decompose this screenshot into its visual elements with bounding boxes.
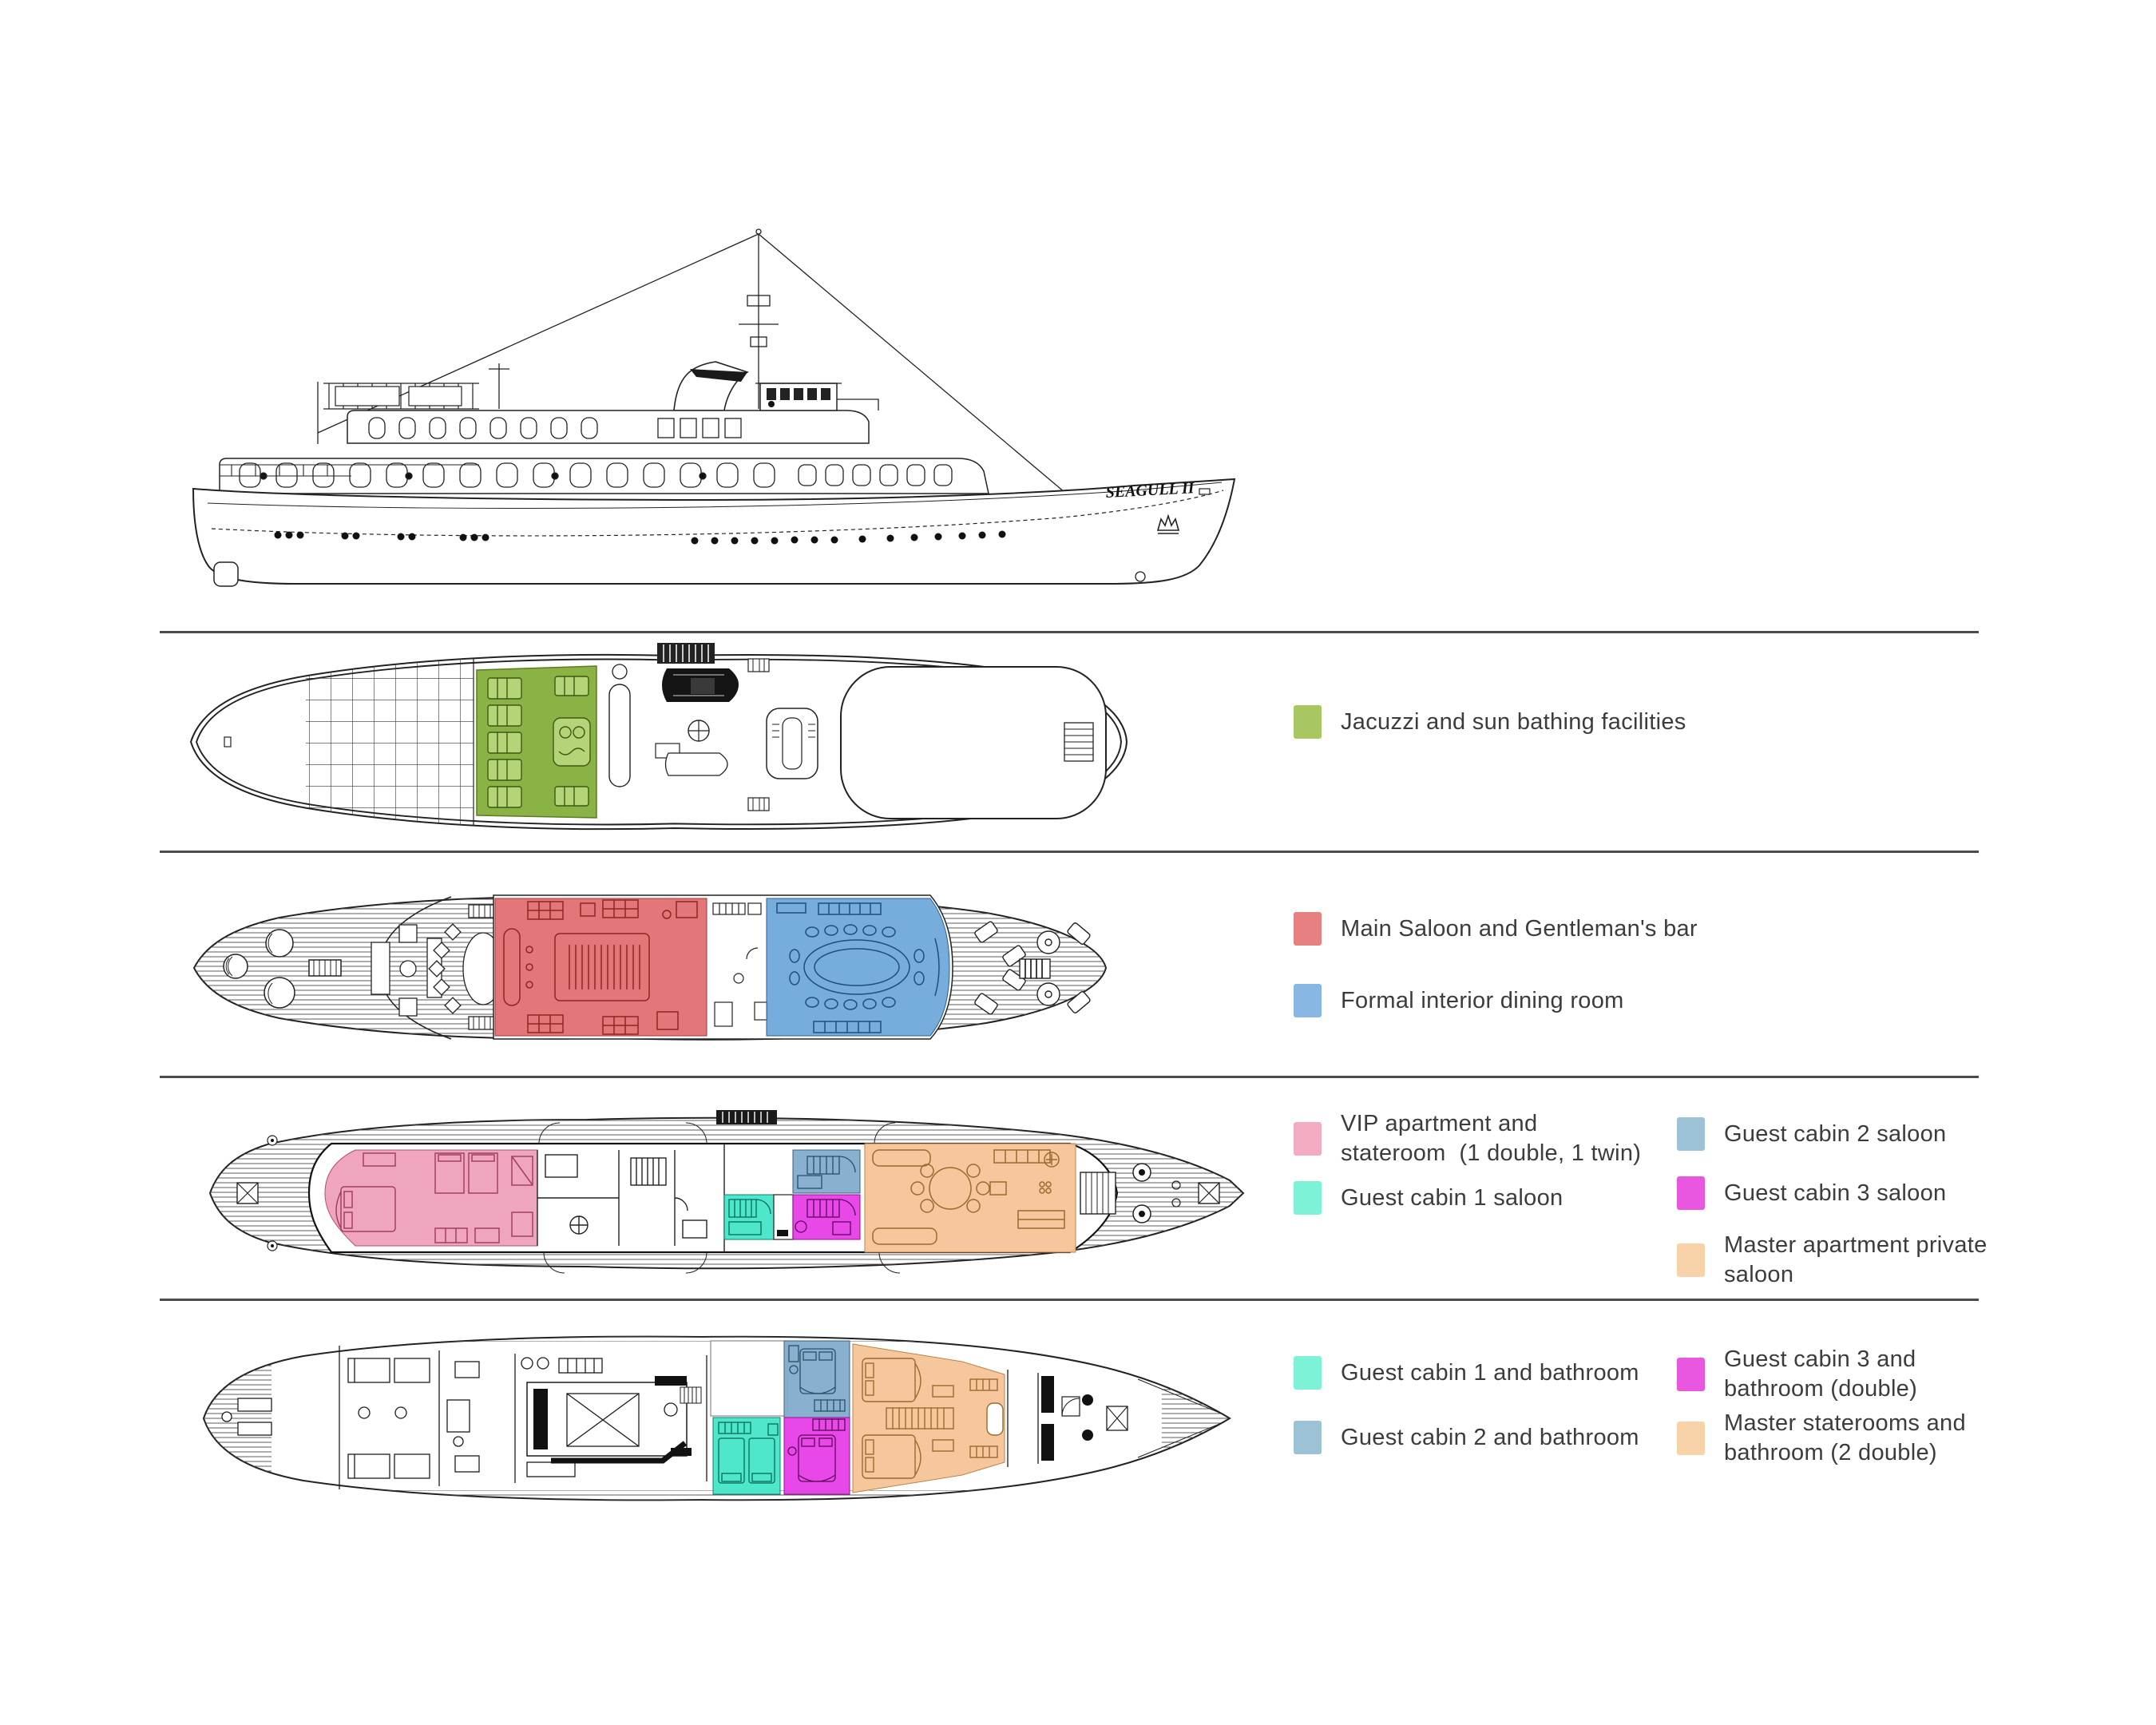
master-furniture xyxy=(872,1149,1065,1245)
legend-item-master-saloon: Master apartment private saloon xyxy=(1677,1231,1988,1290)
legend-item-dining-room: Formal interior dining room xyxy=(1294,984,1624,1017)
centre-rooms xyxy=(537,1144,725,1252)
crown-emblem xyxy=(1156,514,1180,534)
legend-swatch xyxy=(1294,1122,1322,1156)
legend-swatch xyxy=(1677,1176,1705,1210)
legend-swatch xyxy=(1294,1356,1322,1390)
guest-cabin-3-region xyxy=(783,1417,850,1495)
legend-label: Jacuzzi and sun bathing facilities xyxy=(1341,708,1686,735)
crew-areas xyxy=(221,1346,707,1489)
anchor-gear xyxy=(1132,1163,1220,1223)
legend-swatch xyxy=(1294,705,1322,739)
vip-apartment-region xyxy=(324,1149,538,1247)
legend-label: Formal interior dining room xyxy=(1341,987,1624,1013)
hull xyxy=(192,478,1236,585)
master-apartment-region xyxy=(864,1143,1076,1253)
bow-service xyxy=(1007,1370,1224,1467)
upper-windows xyxy=(368,417,742,439)
davit-arcs xyxy=(538,1122,901,1274)
legend-swatch xyxy=(1677,1117,1705,1151)
legend-item-vip: VIP apartment and stateroom (1 double, 1… xyxy=(1294,1109,1641,1168)
legend-label: Master staterooms and bathroom (2 double… xyxy=(1724,1410,1966,1465)
saloon-deck-plan xyxy=(192,894,1108,1041)
top-deck-structures xyxy=(323,383,479,410)
main-deck-house xyxy=(219,458,989,494)
legend-swatch xyxy=(1677,1422,1705,1455)
legend-item-master-bath: Master staterooms and bathroom (2 double… xyxy=(1677,1409,1966,1468)
legend-item-guest1-saloon: Guest cabin 1 saloon xyxy=(1294,1181,1563,1215)
funnel-casing xyxy=(766,708,818,779)
funnel xyxy=(673,361,749,411)
dining-room-region xyxy=(766,898,950,1037)
legend-item-guest1-bath: Guest cabin 1 and bathroom xyxy=(1294,1356,1639,1390)
boat-deck-house xyxy=(347,410,870,444)
skylight-grid xyxy=(306,659,474,825)
master-staterooms-region xyxy=(852,1343,1005,1493)
legend-label: VIP apartment and stateroom (1 double, 1… xyxy=(1341,1111,1642,1166)
legend-swatch xyxy=(1677,1358,1705,1391)
sun-loungers xyxy=(487,676,591,808)
legend-swatch xyxy=(1294,984,1322,1017)
legend-swatch xyxy=(1294,1421,1322,1454)
vent-grill xyxy=(657,643,715,664)
legend-label: Guest cabin 1 and bathroom xyxy=(1341,1359,1639,1386)
wheelhouse xyxy=(755,383,879,411)
engine-room xyxy=(526,1376,702,1464)
separator-line xyxy=(160,851,1979,853)
legend-item-main-saloon: Main Saloon and Gentleman's bar xyxy=(1294,912,1698,946)
master-beds xyxy=(862,1358,1004,1479)
aft-deck-furniture xyxy=(974,921,1091,1015)
legend-label: Guest cabin 2 saloon xyxy=(1724,1120,1947,1147)
legend-swatch xyxy=(1677,1243,1705,1277)
legend-item-guest2-bath: Guest cabin 2 and bathroom xyxy=(1294,1421,1639,1454)
sun-deck-plan xyxy=(189,643,1128,831)
separator-line xyxy=(160,1299,1979,1301)
separator-line xyxy=(160,631,1979,633)
aft-awning xyxy=(840,666,1107,819)
legend-item-guest3-bath: Guest cabin 3 and bathroom (double) xyxy=(1677,1345,1917,1404)
legend-label: Master apartment private saloon xyxy=(1724,1232,1988,1287)
observation-lounge-furniture xyxy=(371,904,504,1030)
legend-item-guest3-saloon: Guest cabin 3 saloon xyxy=(1677,1176,1946,1210)
separator-line xyxy=(160,1076,1979,1078)
legend-label: Guest cabin 3 and bathroom (double) xyxy=(1724,1346,1918,1402)
saloon-furniture xyxy=(503,899,698,1035)
legend-item-guest2-saloon: Guest cabin 2 saloon xyxy=(1677,1117,1946,1151)
lower-deck-plan xyxy=(202,1335,1231,1501)
vip-furniture xyxy=(335,1152,533,1243)
legend-label: Guest cabin 2 and bathroom xyxy=(1341,1424,1639,1450)
void-room xyxy=(710,1340,788,1417)
legend-label: Guest cabin 1 saloon xyxy=(1341,1184,1563,1211)
dining-furniture xyxy=(776,902,940,1033)
guest-cabin-2-region xyxy=(783,1340,850,1418)
legend-label: Main Saloon and Gentleman's bar xyxy=(1341,915,1698,942)
legend-swatch xyxy=(1294,1181,1322,1215)
portholes xyxy=(274,530,1006,545)
funnel-cap xyxy=(690,369,747,382)
legend-label: Guest cabin 3 saloon xyxy=(1724,1180,1947,1206)
ship-profile-drawing: SEAGULL II xyxy=(192,228,1236,587)
lobby-details xyxy=(712,902,768,1027)
legend-swatch xyxy=(1294,912,1322,946)
main-windows xyxy=(239,462,953,488)
dinghy xyxy=(664,752,728,776)
legend-item-jacuzzi: Jacuzzi and sun bathing facilities xyxy=(1294,705,1686,739)
cabin-deck-plan xyxy=(208,1110,1245,1274)
